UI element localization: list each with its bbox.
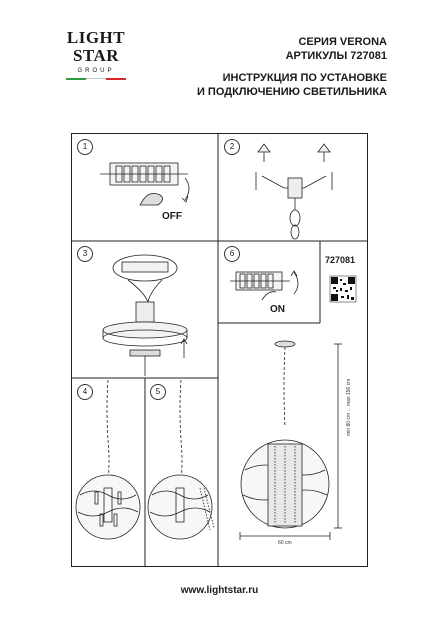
step-number-2: 2	[224, 139, 240, 155]
on-label: ON	[270, 304, 285, 315]
step-number-6: 6	[224, 246, 240, 262]
title-line-1: ИНСТРУКЦИЯ ПО УСТАНОВКЕ	[222, 72, 387, 84]
brand-logo: LIGHT STAR GROUP	[60, 27, 132, 95]
series-name: СЕРИЯ VERONA	[298, 36, 387, 48]
assembled-lamp	[239, 340, 342, 540]
step-number-4: 4	[77, 384, 93, 400]
instruction-frame	[71, 133, 368, 567]
logo-line-group: GROUP	[77, 68, 115, 74]
model-number: 727081	[325, 255, 356, 265]
website-url: www.lightstar.ru	[180, 585, 259, 596]
step-number-3: 3	[77, 246, 93, 262]
logo-line-light: LIGHT	[66, 28, 126, 47]
logo-flag-stripe	[66, 78, 126, 80]
panel-6-breaker	[230, 270, 299, 301]
width-dimension: 60 cm	[278, 540, 292, 546]
panel-1-breaker	[100, 162, 190, 206]
panel-3-canopy	[102, 254, 188, 376]
step-number-5: 5	[150, 384, 166, 400]
height-dimension: min 80 cm ... max 156 cm	[346, 378, 352, 436]
panel-2-hook	[255, 143, 333, 240]
panel-4-lamp	[75, 379, 141, 540]
logo-line-star: STAR	[72, 46, 120, 65]
panel-5-lamp	[147, 379, 215, 540]
off-label: OFF	[162, 211, 182, 222]
qr-code	[329, 275, 357, 303]
step-number-1: 1	[77, 139, 93, 155]
article-number: АРТИКУЛЫ 727081	[285, 50, 387, 62]
header-block: СЕРИЯ VERONA АРТИКУЛЫ 727081 ИНСТРУКЦИЯ …	[197, 35, 387, 99]
title-line-2: И ПОДКЛЮЧЕНИЮ СВЕТИЛЬНИКА	[196, 86, 387, 98]
